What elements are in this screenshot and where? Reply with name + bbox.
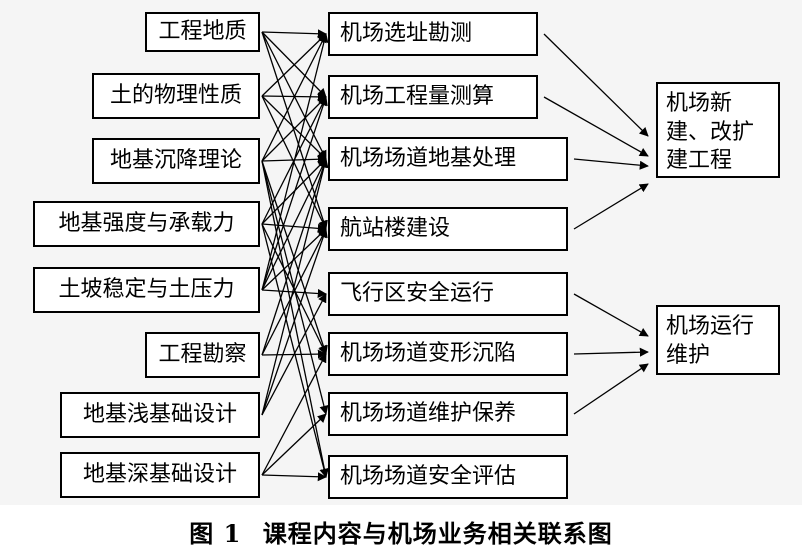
course-label: 地基浅基础设计 xyxy=(82,402,237,428)
business-to-outcome-arrow xyxy=(573,183,649,230)
course-to-business-arrow xyxy=(261,228,327,356)
diagram-panel: 工程地质 土的物理性质 地基沉降理论 地基强度与承载力 土坡稳定与土压力 工程勘… xyxy=(33,12,780,499)
course-to-business-arrow xyxy=(261,96,328,291)
business-to-outcome-arrow xyxy=(573,158,649,170)
business-to-outcome-arrow xyxy=(543,33,649,137)
course-label: 土的物理性质 xyxy=(109,83,242,109)
course-engineering-geology: 工程地质 xyxy=(145,12,260,52)
course-to-business-arrow xyxy=(261,29,327,39)
app-runway-safety-assessment: 机场场道安全评估 xyxy=(328,455,568,499)
business-to-outcome-arrow xyxy=(573,347,649,357)
course-label: 地基深基础设计 xyxy=(82,462,237,488)
course-to-business-arrow xyxy=(261,353,327,476)
course-to-business-arrow xyxy=(261,158,327,291)
figure-number: 图 1 xyxy=(189,519,242,548)
application-label: 机场工程量测算 xyxy=(340,84,495,110)
course-slope-stability-earth-pressure: 土坡稳定与土压力 xyxy=(33,267,260,313)
course-label: 土坡稳定与土压力 xyxy=(58,277,235,303)
course-to-business-arrow xyxy=(261,223,329,478)
application-label: 航站楼建设 xyxy=(340,216,451,242)
connection-arrows xyxy=(261,29,649,482)
course-deep-foundation-design: 地基深基础设计 xyxy=(60,452,260,498)
application-label: 机场场道维护保养 xyxy=(340,401,517,427)
course-to-business-arrow xyxy=(261,293,327,416)
app-quantity-estimation: 机场工程量测算 xyxy=(328,75,538,119)
course-label: 工程勘察 xyxy=(158,342,247,368)
application-label: 机场选址勘测 xyxy=(340,21,473,47)
course-to-business-arrow xyxy=(261,158,328,356)
app-terminal-construction: 航站楼建设 xyxy=(328,207,568,251)
course-to-business-arrow xyxy=(261,31,327,160)
course-soil-physical-properties: 土的物理性质 xyxy=(92,73,260,119)
app-runway-deformation-settlement: 机场场道变形沉陷 xyxy=(328,332,568,376)
course-to-business-arrow xyxy=(261,33,327,162)
course-shallow-foundation-design: 地基浅基础设计 xyxy=(60,392,260,438)
course-strength-bearing-capacity: 地基强度与承载力 xyxy=(33,201,260,247)
course-to-business-arrow xyxy=(261,228,327,291)
course-label: 工程地质 xyxy=(158,19,247,45)
app-runway-maintenance: 机场场道维护保养 xyxy=(328,392,568,436)
course-to-business-arrow xyxy=(261,33,329,291)
course-to-business-arrow xyxy=(261,31,328,230)
course-to-business-arrow xyxy=(261,96,327,162)
application-label: 飞行区安全运行 xyxy=(340,281,495,307)
business-to-outcome-arrow xyxy=(573,293,649,337)
outcome-new-construction-expansion: 机场新建、改扩建工程 xyxy=(656,82,780,178)
course-to-business-arrow xyxy=(261,228,328,416)
outcome-label: 机场新建、改扩建工程 xyxy=(666,91,755,174)
figure-title: 课程内容与机场业务相关联系图 xyxy=(262,519,613,548)
course-settlement-theory: 地基沉降理论 xyxy=(92,138,260,184)
course-engineering-survey: 工程勘察 xyxy=(145,332,260,378)
course-label: 地基沉降理论 xyxy=(109,148,242,174)
outcome-operation-maintenance: 机场运行维护 xyxy=(656,305,780,375)
application-label: 机场场道变形沉陷 xyxy=(340,341,517,367)
app-runway-foundation-treatment: 机场场道地基处理 xyxy=(328,137,568,181)
business-to-outcome-arrow xyxy=(573,363,649,415)
course-to-business-arrow xyxy=(261,472,327,482)
course-to-business-arrow xyxy=(261,33,327,97)
outcome-label: 机场运行维护 xyxy=(666,314,755,368)
app-airfield-safe-operation: 飞行区安全运行 xyxy=(328,272,568,316)
business-to-outcome-arrow xyxy=(543,96,649,157)
course-to-business-arrow xyxy=(261,223,327,233)
course-to-business-arrow xyxy=(261,413,327,476)
course-label: 地基强度与承载力 xyxy=(58,211,235,237)
course-to-business-arrow xyxy=(261,95,327,160)
figure-caption: 图 1 课程内容与机场业务相关联系图 xyxy=(0,514,802,549)
application-label: 机场场道安全评估 xyxy=(340,464,517,490)
app-site-survey: 机场选址勘测 xyxy=(328,12,538,56)
application-label: 机场场道地基处理 xyxy=(340,146,517,172)
course-to-business-arrow xyxy=(261,158,329,416)
